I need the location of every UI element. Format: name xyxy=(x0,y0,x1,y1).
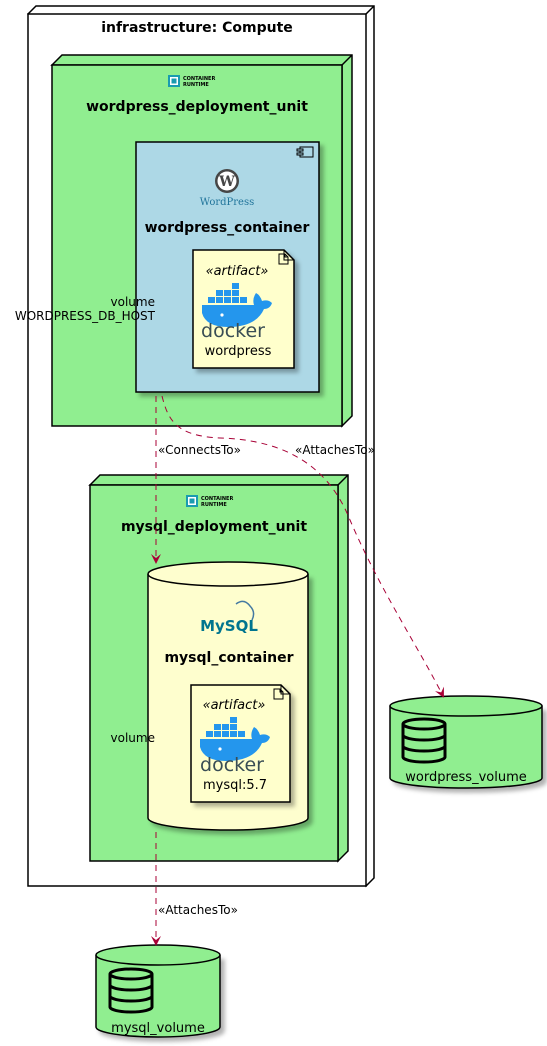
wordpress-unit-title: wordpress_deployment_unit xyxy=(86,99,308,115)
container-runtime-logo-line1: CONTAINER xyxy=(201,496,233,502)
mysql-logo-text: MySQL xyxy=(200,617,258,635)
mysql-unit-title: mysql_deployment_unit xyxy=(121,519,307,535)
docker-logo-text: docker xyxy=(201,320,265,342)
wordpress-logo-text: WordPress xyxy=(200,197,255,208)
edge-label-connects-to: «ConnectsTo» xyxy=(158,443,241,457)
wordpress-port-label-volume: volume xyxy=(111,295,155,309)
mysql-port-label-volume: volume xyxy=(111,731,155,745)
mysql-artifact-stereotype: «artifact» xyxy=(203,698,266,713)
edge-label-mysql-attaches-to: «AttachesTo» xyxy=(158,903,238,917)
edge-label-wp-attaches-to: «AttachesTo» xyxy=(295,443,375,457)
wordpress-artifact-stereotype: «artifact» xyxy=(206,264,269,279)
wordpress-container-title: wordpress_container xyxy=(145,220,310,236)
wordpress-artifact: «artifact» docker wordpress xyxy=(192,249,295,369)
database-icon xyxy=(108,967,154,1014)
artifact-file-icon xyxy=(278,253,289,265)
svg-text:W: W xyxy=(218,174,235,190)
container-runtime-logo-line2: RUNTIME xyxy=(183,82,209,88)
component-icon xyxy=(296,146,314,158)
database-icon xyxy=(401,717,447,764)
mysql-artifact-label: mysql:5.7 xyxy=(203,778,267,793)
mysql-container: MySQL mysql_container «artifact» docker … xyxy=(147,561,309,831)
mysql-container-title: mysql_container xyxy=(164,650,293,666)
mysql-volume: mysql_volume xyxy=(95,944,221,1038)
wordpress-container: W WordPress wordpress_container «artifac… xyxy=(135,141,320,393)
docker-logo-text: docker xyxy=(200,754,264,776)
wordpress-port-label-db-host: WORDPRESS_DB_HOST xyxy=(15,309,156,323)
wordpress-logo-icon: W WordPress xyxy=(200,169,255,208)
mysql-logo-icon: MySQL xyxy=(200,600,258,635)
wordpress-volume: wordpress_volume xyxy=(389,695,543,789)
wordpress-artifact-label: wordpress xyxy=(205,344,272,359)
container-runtime-logo-line1: CONTAINER xyxy=(183,76,215,82)
infrastructure-title: infrastructure: Compute xyxy=(101,20,293,36)
mysql-volume-label: mysql_volume xyxy=(111,1021,205,1036)
container-runtime-logo-line2: RUNTIME xyxy=(201,502,227,508)
edge-mysql-attaches-to: «AttachesTo» xyxy=(151,832,238,946)
edge-connects-to: «ConnectsTo» xyxy=(151,396,241,564)
container-runtime-icon: CONTAINER RUNTIME xyxy=(186,495,233,508)
edge-wordpress-attaches-to: «AttachesTo» xyxy=(161,395,444,698)
container-runtime-icon: CONTAINER RUNTIME xyxy=(168,75,215,88)
wordpress-volume-label: wordpress_volume xyxy=(405,770,526,785)
mysql-artifact: «artifact» docker mysql:5.7 xyxy=(190,684,291,803)
artifact-file-icon xyxy=(273,688,284,700)
